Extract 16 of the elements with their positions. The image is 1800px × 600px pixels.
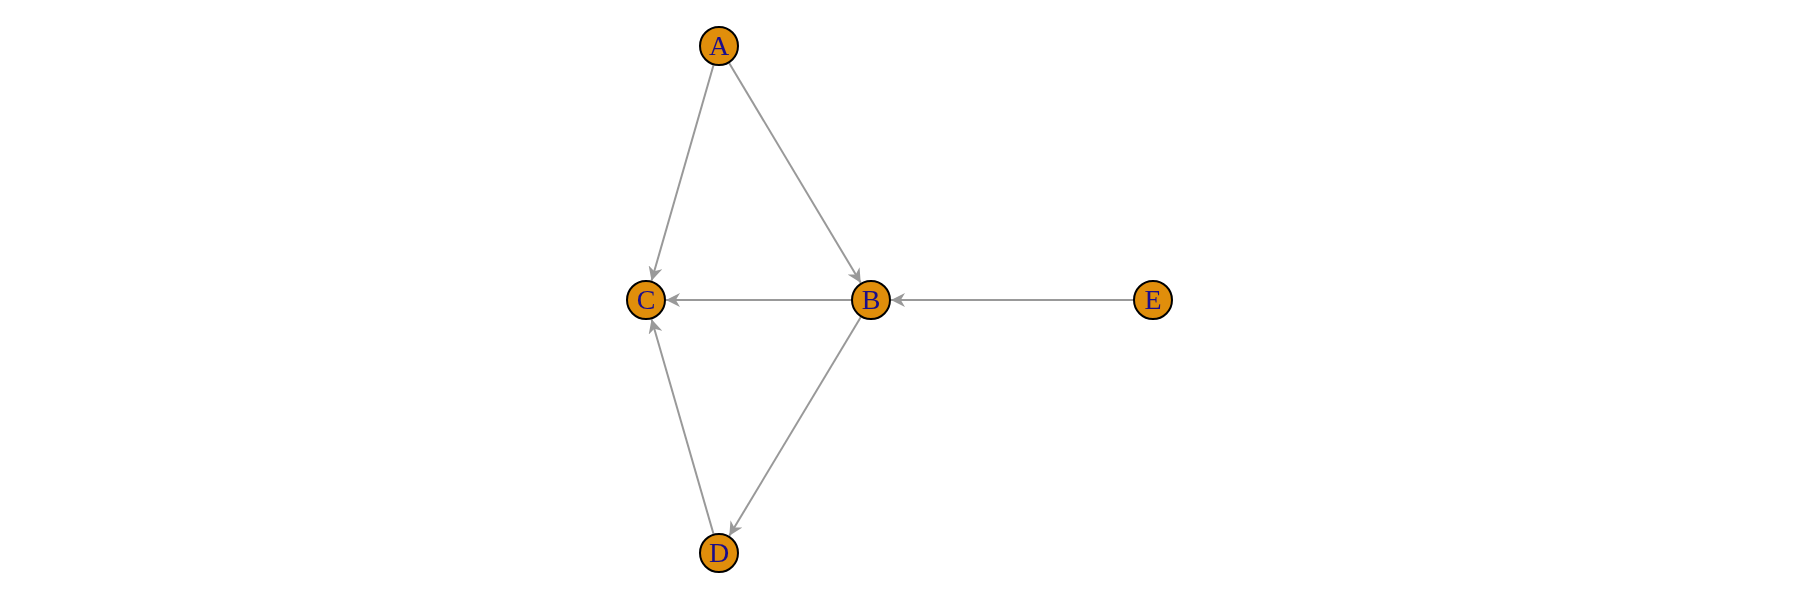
arrow xyxy=(665,293,852,307)
node-circle xyxy=(626,280,666,320)
node-circle xyxy=(699,26,739,66)
node-label: E xyxy=(1144,286,1162,314)
arrow xyxy=(648,318,715,535)
node-label: C xyxy=(636,286,656,314)
arrow xyxy=(728,62,862,284)
node-label: A xyxy=(708,32,730,60)
node-label: D xyxy=(708,539,730,567)
arrow xyxy=(890,293,1134,307)
node-circle xyxy=(1133,280,1173,320)
node-label: B xyxy=(861,286,881,314)
arrow xyxy=(728,316,862,537)
node-circle xyxy=(851,280,891,320)
node-circle xyxy=(699,533,739,573)
arrow xyxy=(648,64,715,282)
